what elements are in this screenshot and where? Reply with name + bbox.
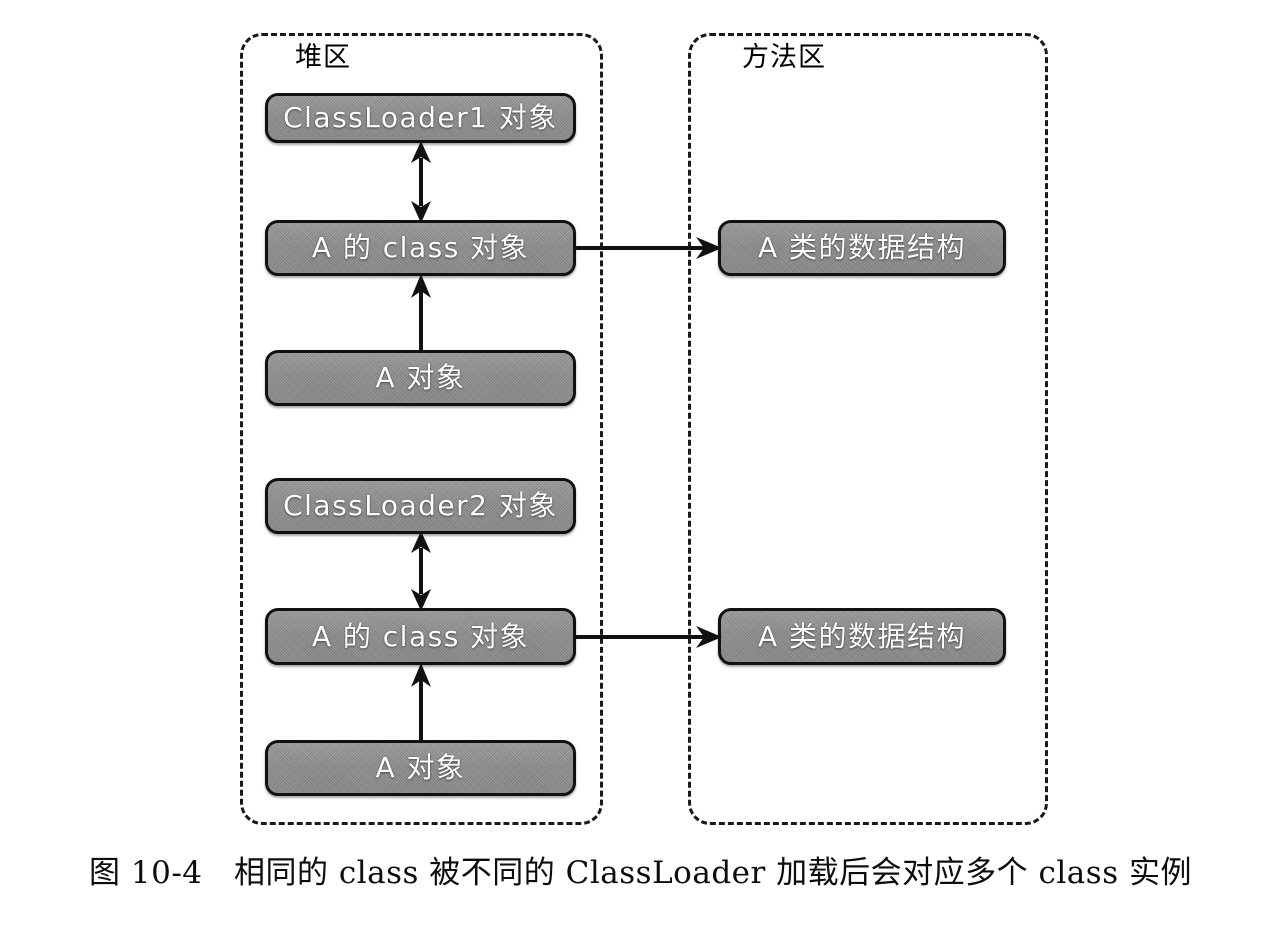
arrow-a-class-object-1-to-data-structure-1 [574,237,722,259]
node-label: A 类的数据结构 [757,231,967,264]
arrow-a-object-1-to-a-class-object-1 [411,274,431,352]
node-label: A 类的数据结构 [757,619,967,653]
region-heap-label: 堆区 [295,42,351,73]
node-label: A 的 class 对象 [311,231,530,264]
node-a-class-object-1: A 的 class 对象 [265,220,576,276]
node-label: A 对象 [375,361,466,394]
node-classloader1-object: ClassLoader1 对象 [265,93,576,143]
node-label: ClassLoader2 对象 [283,489,558,522]
arrow-classloader1-to-a-class-object-double [411,141,431,223]
node-label: A 的 class 对象 [311,619,530,653]
node-label: ClassLoader1 对象 [283,101,558,134]
region-method-area [688,33,1048,825]
region-method-area-label: 方法区 [742,42,826,73]
region-heap [240,33,603,825]
node-a-object-1: A 对象 [265,350,576,406]
node-a-class-object-2: A 的 class 对象 [265,608,576,665]
arrow-a-object-2-to-a-class-object-2 [411,663,431,742]
node-classloader2-object: ClassLoader2 对象 [265,478,576,534]
figure-caption: 图 10-4 相同的 class 被不同的 ClassLoader 加载后会对应… [89,855,1192,891]
arrow-classloader2-to-a-class-object-double [411,531,431,611]
arrow-a-class-object-2-to-data-structure-2 [574,626,722,648]
node-a-class-data-structure-2: A 类的数据结构 [718,608,1006,665]
node-a-object-2: A 对象 [265,740,576,796]
node-a-class-data-structure-1: A 类的数据结构 [718,220,1006,276]
node-label: A 对象 [375,751,466,784]
